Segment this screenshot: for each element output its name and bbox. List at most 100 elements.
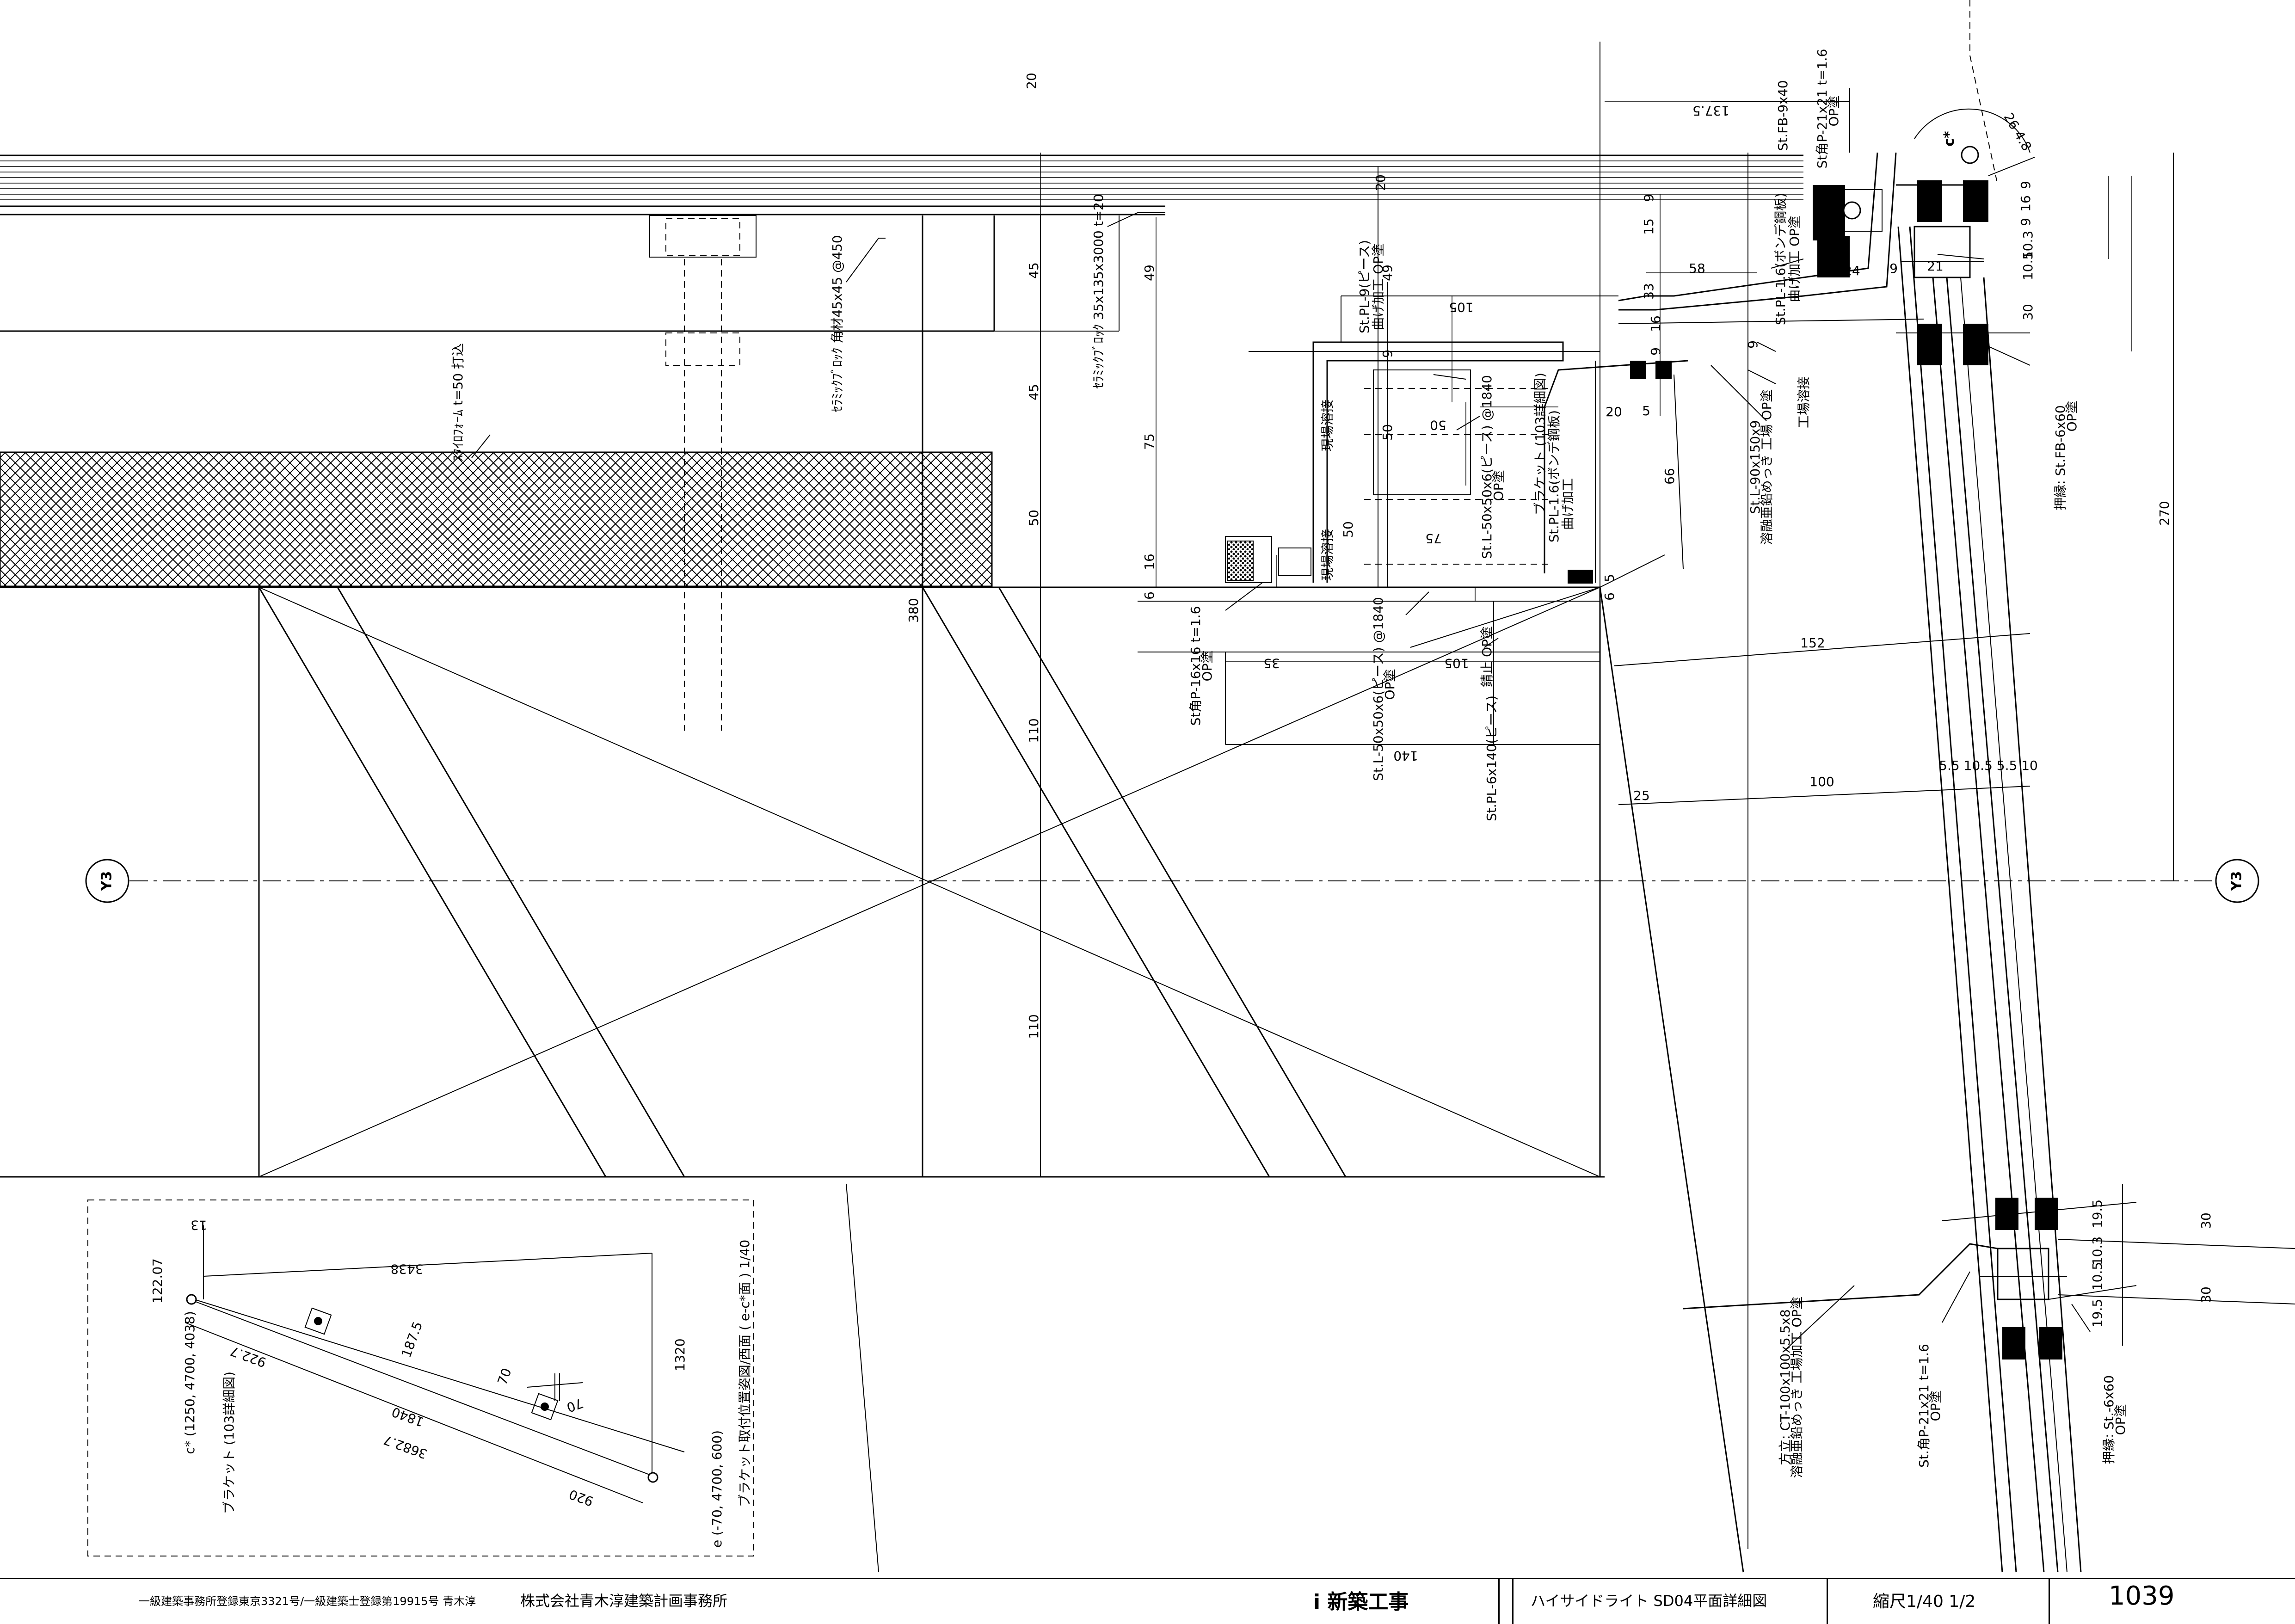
note: 曲げ加工 OP塗 — [1371, 243, 1386, 330]
inset-dim: 122.07 — [150, 1258, 165, 1304]
inset-coord: ブラケット (103詳細図) — [222, 1372, 237, 1514]
insulation-crosshatch — [0, 451, 993, 587]
note: St.L-50x50x6(ピース) @1840 — [1371, 597, 1386, 781]
dimension-texts: 20 137.5 20 45 49 45 75 50 16 6 380 110 … — [906, 73, 2214, 1328]
note: OP塗 — [1491, 470, 1506, 501]
dim: 9 — [1889, 261, 1898, 276]
dim: 5 — [1602, 574, 1617, 582]
note: OP塗 — [2113, 1404, 2128, 1435]
note: OP塗 — [1200, 651, 1215, 682]
dim: 58 — [1689, 261, 1705, 276]
inset-dim: 1840 — [390, 1404, 426, 1429]
dim: 270 — [2157, 501, 2172, 525]
note: St.PL-1.6(ボンデ鋼板) — [1546, 410, 1562, 542]
dim: 16 — [2018, 195, 2033, 212]
grid-label-y3-right: Y3 — [2229, 871, 2245, 892]
title-block: 一級建築事務所登録東京3321号/一級建築士登録第19915号 青木淳 株式会社… — [0, 1578, 2295, 1624]
note: St角P-21x21 t=1.6 — [1815, 49, 1830, 169]
note: 押縁: St.-6x60 — [2101, 1375, 2117, 1464]
grid-line-y3 — [85, 859, 2259, 903]
dim: 30 — [2020, 304, 2036, 320]
dim: 50 — [1341, 521, 1356, 538]
dim: 9 — [1641, 194, 1656, 202]
dim: 15 — [1641, 218, 1656, 235]
sheet-number: 1039 — [2109, 1581, 2175, 1611]
dim: 20 — [1606, 404, 1622, 419]
dim: 10.5 — [2090, 1262, 2105, 1291]
note: 曲げ加工 — [1560, 478, 1575, 530]
inset-dim: 13 — [191, 1218, 207, 1233]
dim: 33 — [1641, 283, 1656, 300]
note: 錆止 OP塗 — [1479, 626, 1495, 687]
dim: 105 — [1444, 656, 1469, 671]
dim: 49 — [1380, 265, 1395, 281]
dim: 6 — [1602, 592, 1617, 601]
note: 工場溶接 — [1796, 376, 1811, 428]
dim: 49 — [1142, 265, 1157, 281]
note: 溶融亜鉛めっき 工場 OP塗 — [1759, 389, 1774, 545]
dim: 50 — [1430, 418, 1446, 433]
inset-dim: 70 — [565, 1395, 585, 1415]
dim: 137.5 — [1692, 103, 1729, 118]
note: OP塗 — [1826, 96, 1841, 127]
inset-coord: c* (1250, 4700, 4038) — [182, 1311, 197, 1454]
dim: 45 — [1026, 262, 1041, 279]
dim: 19.5 — [2090, 1200, 2105, 1228]
inset-coord: e (-70, 4700, 600) — [709, 1430, 725, 1548]
dim: 45 — [1026, 384, 1041, 400]
dim: 5 — [1642, 403, 1650, 418]
inset-dim: 70 — [494, 1366, 514, 1387]
dim: 152 — [1800, 635, 1825, 651]
note: OP塗 — [1382, 669, 1397, 700]
inset-dim: 187.5 — [399, 1319, 425, 1359]
note: 押縁: St.FB-6x60 — [2053, 405, 2068, 510]
note: St.PL-1.6(ボンデ鋼板) — [1773, 193, 1788, 325]
inset-elevation: 13 122.07 3438 1320 922.7 187.5 70 70 18… — [87, 1200, 754, 1556]
dim: 100 — [1809, 774, 1834, 789]
dim: 16 — [1142, 554, 1157, 570]
bracket-assembly — [1138, 295, 1688, 745]
mullion-lower-node — [846, 1183, 2295, 1573]
note: St角P-16x16 t=1.6 — [1188, 606, 1203, 726]
note: St.PL-9(ピース) — [1357, 240, 1372, 333]
note: 現場溶接 — [1320, 529, 1335, 581]
dimension-lines — [1040, 101, 2174, 881]
roof-layer-lines — [0, 154, 1803, 332]
note: OP塗 — [2064, 401, 2080, 432]
drawing-name: ハイサイドライト SD04平面詳細図 — [1531, 1592, 1767, 1610]
dim: 105 — [1449, 300, 1473, 315]
firm-name: 株式会社青木淳建築計画事務所 — [520, 1592, 728, 1610]
dim: 35 — [1263, 656, 1280, 671]
grid-label-y3-left: Y3 — [99, 871, 115, 892]
dim: 20 — [1024, 73, 1039, 89]
dim: 66 — [1662, 468, 1677, 485]
dim: 10.3 — [2090, 1236, 2105, 1265]
note: St.PL-6x140(ピース) — [1484, 695, 1499, 821]
dim: 19.5 — [2090, 1299, 2105, 1328]
dim: 25 — [1633, 788, 1650, 803]
dim: 9 — [2018, 218, 2033, 226]
scale-label: 縮尺1/40 1/2 — [1873, 1592, 1976, 1611]
grid-label-c-star: c* — [1941, 131, 1957, 147]
slanted-mullions — [1410, 226, 2082, 1573]
leader-lines — [471, 212, 2091, 1351]
note: St.L-90x150x9 — [1747, 420, 1763, 514]
note: 方立: CT-100x100x5.5x8 — [1778, 1309, 1793, 1465]
dim: 10.5 — [2020, 252, 2036, 280]
note: St.L-50x50x6(ピース) @1840 — [1479, 375, 1495, 559]
note: 溶融亜鉛めっき 工場加工 OP塗 — [1789, 1297, 1804, 1478]
dim: 75 — [1425, 531, 1442, 546]
annotation-notes: ｾﾗﾐｯｸﾌﾞﾛｯｸ 35x135x3000 t=20 ｾﾗﾐｯｸﾌﾞﾛｯｸ 角… — [450, 49, 2128, 1478]
note: St.FB-9x40 — [1775, 80, 1790, 151]
dim: 30 — [2198, 1286, 2214, 1303]
dim: 9 — [1745, 340, 1760, 349]
dim: 24 — [1844, 263, 1860, 278]
dim: 75 — [1142, 433, 1157, 450]
dim: 9 — [1380, 350, 1395, 358]
note: ｾﾗﾐｯｸﾌﾞﾛｯｸ 35x135x3000 t=20 — [1091, 194, 1106, 388]
dim: 50 — [1026, 510, 1041, 526]
inset-dim: 1320 — [672, 1338, 688, 1371]
dim: 30 — [2198, 1212, 2214, 1229]
dim: 16 — [1648, 315, 1663, 332]
